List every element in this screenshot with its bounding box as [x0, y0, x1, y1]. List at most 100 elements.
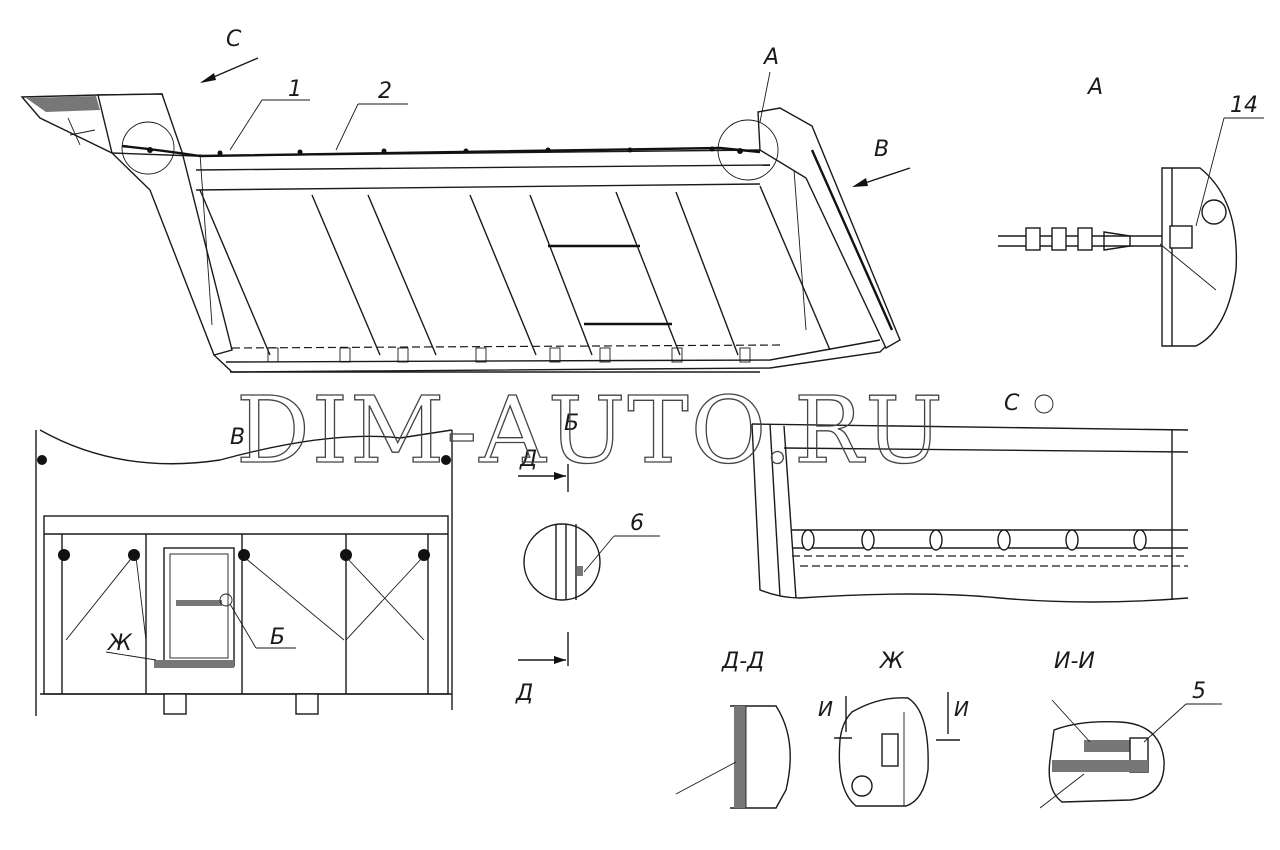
rib-7 — [675, 191, 739, 356]
rear-lower-bar — [154, 660, 234, 668]
view-zh-bolt — [851, 775, 873, 797]
leader-14 — [1195, 117, 1225, 227]
view-c-break-line — [799, 593, 1189, 603]
section-dd-leader — [675, 761, 737, 795]
detail-b-seal — [577, 566, 583, 576]
rear-frame — [43, 515, 449, 695]
section-ii-leader-top — [1051, 699, 1091, 743]
bottom-rail — [225, 339, 881, 363]
watermark: DIM-AUTO.RU — [236, 377, 945, 484]
rear-hatch — [163, 547, 235, 667]
cable-clips — [147, 146, 743, 156]
view-a-diagonal — [1159, 243, 1217, 291]
section-dd-title: Д-Д — [721, 649, 764, 674]
view-c-arrowhead — [200, 73, 216, 83]
pos-14-label: 14 — [1230, 93, 1258, 118]
view-zh-outline — [838, 697, 929, 807]
rib-8 — [759, 185, 831, 351]
section-i-right-label: И — [954, 697, 969, 721]
section-d-arrowhead-bottom — [554, 656, 566, 664]
detail-b-circle-large — [523, 523, 601, 601]
view-c-clips — [801, 529, 1147, 551]
tailgate — [757, 107, 901, 349]
section-dd: Д-Д — [675, 649, 791, 809]
view-c-rotation-mark — [1034, 394, 1054, 414]
rib-6 — [615, 191, 681, 356]
rib-3 — [367, 194, 437, 356]
rear-view-b: B Б Ж — [35, 425, 453, 716]
rear-bolts — [37, 455, 451, 561]
section-d-arrowhead-top — [554, 472, 566, 480]
rib-4 — [469, 194, 537, 356]
side-view-c: C — [751, 391, 1189, 603]
rail-stakes — [267, 347, 751, 363]
dump-body-main-view: C 1 2 — [20, 27, 911, 373]
pos-zh-label: Ж — [106, 631, 133, 656]
top-beam — [195, 183, 761, 191]
view-a-clip-1 — [1025, 227, 1041, 251]
pos-b-small-label: Б — [270, 625, 285, 650]
front-hinge — [67, 117, 96, 146]
section-ii: И-И 5 — [1039, 649, 1222, 809]
section-i-left-label: И — [818, 697, 833, 721]
view-a-clip-3 — [1077, 227, 1093, 251]
view-b-arrowhead — [852, 178, 868, 187]
leader-5 — [1143, 703, 1187, 743]
leader-2 — [335, 103, 359, 151]
section-d-bottom-label: Д — [515, 681, 533, 706]
pos-2-label: 2 — [378, 79, 392, 104]
section-ii-leader-bottom — [1039, 773, 1085, 809]
section-dd-seal — [734, 706, 746, 808]
view-c-top-edge — [751, 423, 1189, 431]
view-b-callout-label: Б — [564, 411, 579, 436]
tailgate-edge — [810, 149, 894, 331]
view-c-rail — [783, 447, 1189, 453]
front-board-visor — [26, 96, 100, 112]
leader-b — [229, 603, 257, 649]
top-rail-lower — [195, 164, 771, 171]
cable-left-down — [199, 153, 213, 326]
rear-hitch-left — [163, 693, 187, 715]
view-b-arrow-label: B — [874, 137, 889, 162]
view-a-bracket — [1169, 225, 1193, 249]
rear-braces — [65, 554, 425, 641]
detail-view-a: A 14 — [998, 75, 1264, 347]
view-a-hook — [1201, 199, 1227, 225]
callout-a-label: A — [762, 45, 779, 70]
section-d-top-label: Д — [519, 447, 537, 472]
front-board — [97, 93, 233, 356]
view-c-board-1 — [769, 423, 781, 597]
view-a-clip-2 — [1051, 227, 1067, 251]
section-ii-plate — [1052, 760, 1148, 772]
detail-view-b-cyr: Б Д 6 Д — [515, 411, 660, 706]
rib-5 — [529, 194, 593, 356]
rib-2 — [311, 194, 381, 356]
view-zh-slot — [881, 733, 899, 767]
detail-circle-a — [717, 119, 779, 181]
rear-hatch-latch — [176, 600, 222, 606]
cable-right-down — [793, 169, 807, 331]
view-a-title: A — [1086, 75, 1103, 100]
view-zh: Ж И И — [818, 649, 969, 807]
rear-hitch-right — [295, 693, 319, 715]
view-a-board — [1161, 167, 1238, 347]
detail-b-circle — [219, 593, 233, 607]
view-c-label: C — [226, 27, 242, 52]
pos-6-label: 6 — [630, 511, 644, 536]
view-a-tensioner — [1103, 231, 1131, 251]
view-b-title: B — [230, 425, 245, 450]
pos-1-label: 1 — [288, 77, 302, 102]
floor-hidden-line — [231, 344, 781, 349]
view-c-board-2 — [783, 425, 797, 599]
rear-board-break — [39, 429, 453, 465]
section-ii-title: И-И — [1054, 649, 1095, 674]
view-zh-title: Ж — [878, 649, 905, 674]
leader-6 — [583, 535, 615, 573]
leader-zh — [105, 651, 157, 661]
detail-circle-front — [121, 121, 175, 175]
pos-5-label: 5 — [1192, 679, 1206, 704]
rib-1 — [199, 189, 271, 356]
view-c-title: C — [1004, 391, 1020, 416]
section-ii-outline — [1048, 721, 1165, 803]
